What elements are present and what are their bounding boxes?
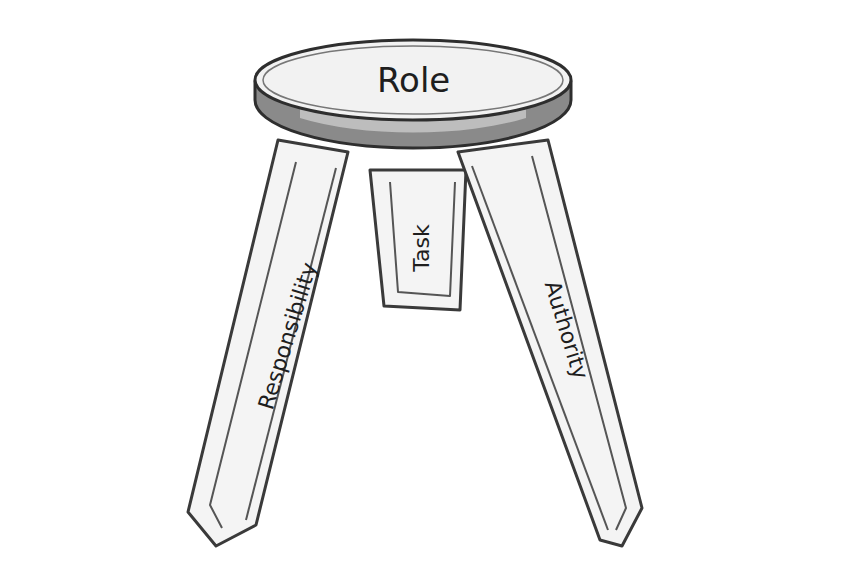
leg-edge xyxy=(532,156,626,530)
seat-rim xyxy=(263,46,563,114)
right-leg xyxy=(458,140,642,546)
left-leg xyxy=(188,140,348,546)
stool-legs xyxy=(188,140,642,546)
leg-edge xyxy=(390,182,455,296)
leg-edge xyxy=(472,166,608,530)
seat-top xyxy=(255,40,571,120)
leg-edge xyxy=(246,168,336,520)
middle-leg xyxy=(370,170,466,310)
label-text: Role xyxy=(377,62,450,99)
label-text: Task xyxy=(410,224,434,271)
seat-label: Role xyxy=(373,60,454,101)
leg-label: Task xyxy=(408,220,436,275)
